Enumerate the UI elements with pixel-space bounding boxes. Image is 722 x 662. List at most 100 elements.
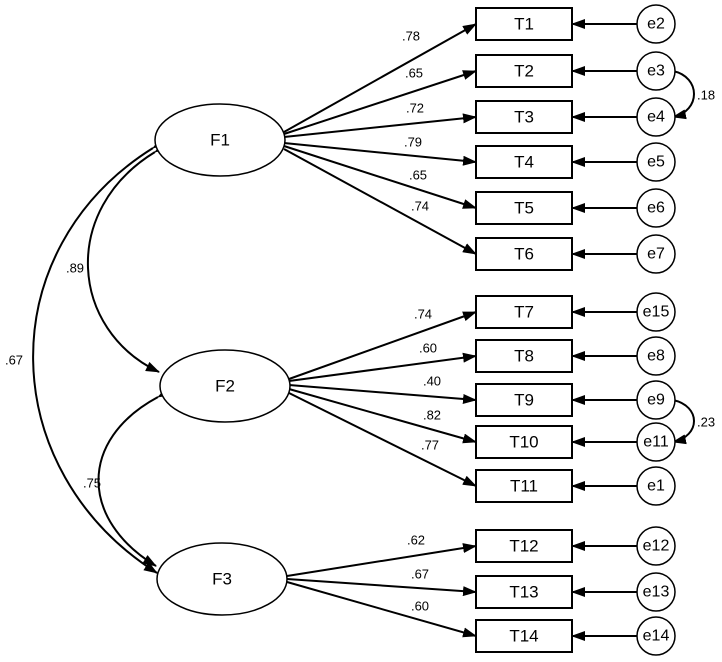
loading-coef-t5: .65 xyxy=(409,168,427,183)
error-label-e15: e15 xyxy=(643,304,670,321)
indicator-box-t11 xyxy=(475,469,573,503)
indicator-label-t6: T6 xyxy=(514,245,534,264)
indicator-box-t7 xyxy=(475,295,573,329)
loading-path-t12 xyxy=(286,543,477,577)
indicator-box-t14 xyxy=(475,619,573,653)
loading-path-t3 xyxy=(283,113,477,138)
error-term-e4 xyxy=(636,97,676,137)
error-covariance-e3-e4 xyxy=(659,63,695,120)
error-label-e2: e2 xyxy=(647,16,665,33)
indicator-label-t4: T4 xyxy=(514,153,534,172)
indicator-box-t8 xyxy=(475,339,573,373)
error-term-e3 xyxy=(636,51,676,91)
error-label-e3: e3 xyxy=(647,63,665,80)
loading-path-t1 xyxy=(283,23,477,133)
error-label-e13: e13 xyxy=(643,584,670,601)
loading-coef-t12: .62 xyxy=(407,533,425,548)
error-label-e4: e4 xyxy=(647,109,665,126)
indicator-box-t9 xyxy=(475,383,573,417)
loading-path-t8 xyxy=(288,352,477,382)
loading-coef-t2: .65 xyxy=(405,66,423,81)
error-term-e8 xyxy=(636,336,676,376)
error-term-e2 xyxy=(636,4,676,44)
correlation-coef-f1-f2: .89 xyxy=(66,261,84,276)
indicator-box-t13 xyxy=(475,575,573,609)
loading-path-t5 xyxy=(283,145,477,209)
loading-path-t11 xyxy=(288,392,477,487)
indicator-box-t5 xyxy=(475,191,573,225)
factor-label-f2: F2 xyxy=(215,377,235,396)
latent-factor-f3 xyxy=(156,542,288,616)
indicator-label-t14: T14 xyxy=(509,627,538,646)
loading-path-t14 xyxy=(286,581,477,638)
loading-coef-t13: .67 xyxy=(411,567,429,582)
correlation-arrow-f1-f3 xyxy=(32,136,167,574)
covariance-coef-e3-e4: .18 xyxy=(697,88,715,103)
error-term-e14 xyxy=(636,616,676,656)
error-label-e9: e9 xyxy=(647,392,665,409)
loading-path-t2 xyxy=(283,70,477,135)
covariance-coef-e9-e11: .23 xyxy=(697,415,715,430)
loading-coef-t14: .60 xyxy=(411,599,429,614)
indicator-label-t8: T8 xyxy=(514,347,534,366)
indicator-label-t7: T7 xyxy=(514,303,534,322)
correlation-coef-f2-f3: .75 xyxy=(83,476,101,491)
indicator-label-t12: T12 xyxy=(509,537,538,556)
indicator-box-t12 xyxy=(475,529,573,563)
error-label-e1: e1 xyxy=(647,478,665,495)
error-term-e7 xyxy=(636,234,676,274)
loading-path-t13 xyxy=(286,578,477,597)
correlation-arrow-f1-f2 xyxy=(86,140,169,373)
loading-coef-t4: .79 xyxy=(404,135,422,150)
error-term-e11 xyxy=(636,422,676,462)
error-term-e15 xyxy=(636,292,676,332)
indicator-box-t1 xyxy=(475,7,573,41)
error-term-e5 xyxy=(636,142,676,182)
loading-path-t6 xyxy=(283,148,477,255)
error-term-e1 xyxy=(636,466,676,506)
correlation-arrow-f2-f3 xyxy=(97,386,172,567)
loading-coef-t8: .60 xyxy=(419,341,437,356)
indicator-box-t4 xyxy=(475,145,573,179)
loading-coef-t7: .74 xyxy=(414,307,432,322)
indicator-label-t2: T2 xyxy=(514,62,534,81)
factor-label-f1: F1 xyxy=(210,131,230,150)
error-term-e6 xyxy=(636,188,676,228)
error-term-e13 xyxy=(636,572,676,612)
loading-coef-t6: .74 xyxy=(411,199,429,214)
error-label-e8: e8 xyxy=(647,348,665,365)
indicator-box-t3 xyxy=(475,100,573,134)
indicator-label-t13: T13 xyxy=(509,583,538,602)
indicator-box-t2 xyxy=(475,54,573,88)
loading-path-t4 xyxy=(283,142,477,166)
error-covariance-e9-e11 xyxy=(659,392,695,445)
latent-factor-f2 xyxy=(159,349,291,423)
loading-coef-t1: .78 xyxy=(402,29,420,44)
indicator-label-t9: T9 xyxy=(514,391,534,410)
error-label-e14: e14 xyxy=(643,628,670,645)
error-label-e7: e7 xyxy=(647,246,665,263)
error-label-e5: e5 xyxy=(647,154,665,171)
loading-coef-t3: .72 xyxy=(406,101,424,116)
latent-factor-f1 xyxy=(154,103,286,177)
loading-coef-t10: .82 xyxy=(423,408,441,423)
indicator-box-t6 xyxy=(475,237,573,271)
factor-label-f3: F3 xyxy=(212,570,232,589)
loading-path-t9 xyxy=(288,384,477,404)
indicator-label-t3: T3 xyxy=(514,108,534,127)
correlation-coef-f1-f3: .67 xyxy=(5,353,23,368)
loading-path-t10 xyxy=(288,388,477,444)
error-label-e11: e11 xyxy=(643,434,669,451)
loading-coef-t11: .77 xyxy=(421,438,439,453)
indicator-label-t10: T10 xyxy=(509,433,538,452)
error-label-e12: e12 xyxy=(643,538,670,555)
indicator-label-t1: T1 xyxy=(514,15,534,34)
loading-coef-t9: .40 xyxy=(423,374,441,389)
indicator-box-t10 xyxy=(475,425,573,459)
error-term-e9 xyxy=(636,380,676,420)
indicator-label-t5: T5 xyxy=(514,199,534,218)
error-term-e12 xyxy=(636,526,676,566)
indicator-label-t11: T11 xyxy=(510,477,538,496)
loading-path-t7 xyxy=(288,311,477,380)
